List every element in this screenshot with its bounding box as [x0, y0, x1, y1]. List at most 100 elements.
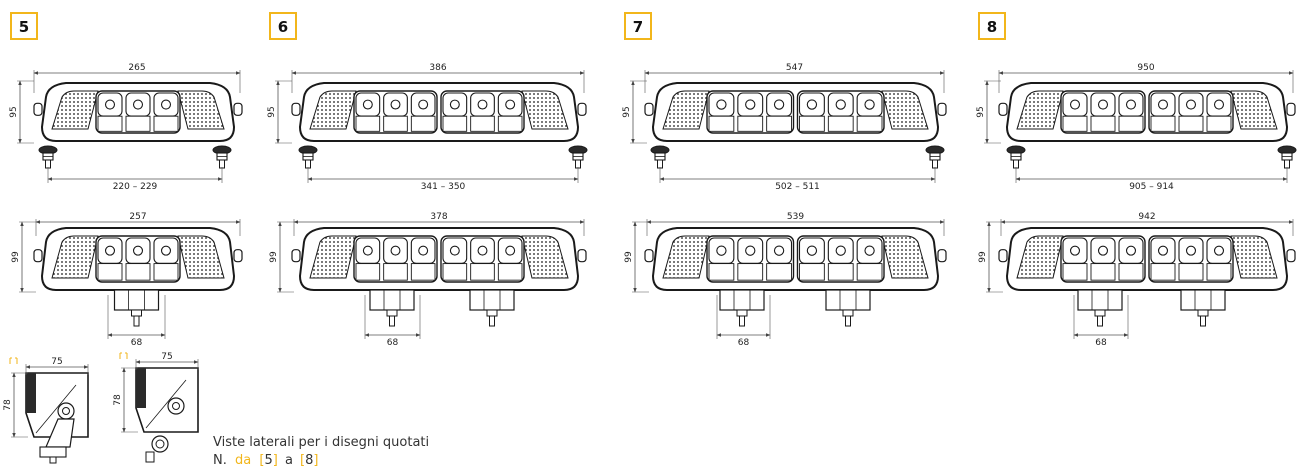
dim-label: 99	[269, 251, 279, 263]
reflector-cell	[470, 115, 495, 132]
right-heatsink-fins	[881, 235, 929, 279]
reflector-cell	[766, 115, 792, 132]
mount-bracket	[719, 289, 765, 311]
mount-bracket	[1180, 289, 1226, 311]
side-mount-bolt	[49, 456, 57, 464]
foot-bolt	[932, 159, 938, 169]
reflector-cell	[1206, 115, 1232, 132]
side-contour	[145, 379, 187, 429]
right-heatsink-fins	[521, 235, 569, 279]
badge-7: 7	[624, 12, 652, 40]
right-side-knob	[577, 249, 587, 263]
reflector-cell	[1090, 263, 1116, 281]
led-diode	[104, 99, 116, 110]
led-diode	[160, 99, 172, 110]
dim-label: 341 – 350	[421, 182, 466, 192]
led-diode	[477, 99, 488, 110]
reflector-cell	[737, 263, 764, 281]
led-diode	[716, 245, 727, 256]
reflector-cell	[799, 263, 825, 281]
dim-label: 265	[128, 63, 145, 73]
dim-label: 78	[113, 394, 123, 406]
led-diode	[1157, 245, 1169, 256]
led-diode	[1157, 99, 1169, 110]
bracket-nut	[486, 309, 498, 317]
dim-label: 68	[738, 338, 750, 348]
side-pivot-center	[62, 407, 70, 415]
side-view-marker	[119, 352, 128, 359]
reflector-cell	[1118, 263, 1144, 281]
side-mount-bolt	[145, 451, 155, 463]
badge-8: 8	[978, 12, 1006, 40]
led-diode	[806, 99, 818, 110]
reflector-cell	[799, 115, 825, 132]
dim-label: 99	[978, 251, 988, 263]
right-side-knob	[937, 249, 947, 263]
led-diode	[835, 99, 846, 110]
dim-label: 257	[129, 212, 146, 222]
foot-bolt	[219, 159, 225, 169]
led-diode	[418, 99, 429, 110]
bracket-bolt	[1200, 315, 1206, 327]
reflector-cell	[1178, 263, 1204, 281]
reflector-cell	[1178, 115, 1204, 132]
reflector-cell	[355, 115, 381, 132]
reflector-cell	[97, 263, 123, 281]
bracket-nut	[131, 309, 142, 317]
right-side-knob	[233, 102, 243, 116]
led-diode	[1213, 245, 1225, 256]
dim-label: 78	[3, 399, 13, 411]
left-heatsink-fins	[309, 90, 357, 130]
right-heatsink-fins	[521, 90, 569, 130]
right-heatsink-fins	[177, 90, 225, 130]
led-diode	[773, 245, 785, 256]
badge-7-label: 7	[633, 18, 643, 36]
mount-bracket	[825, 289, 871, 311]
reflector-cell	[1150, 115, 1176, 132]
left-heatsink-fins	[51, 90, 99, 130]
reflector-cell	[97, 115, 123, 132]
left-side-knob	[644, 249, 654, 263]
caption-line-2: N. da [5] a [8]	[213, 453, 318, 468]
badge-5: 5	[10, 12, 38, 40]
badge-6-label: 6	[278, 18, 288, 36]
reflector-cell	[708, 115, 735, 132]
left-side-knob	[998, 249, 1008, 263]
left-side-knob	[291, 249, 301, 263]
reflector-cell	[737, 115, 764, 132]
led-diode	[160, 245, 172, 256]
right-heatsink-fins	[1230, 90, 1278, 130]
caption-to: 8	[305, 453, 313, 468]
reflector-cell	[1090, 115, 1116, 132]
reflector-cell	[1062, 263, 1088, 281]
bracket-bolt	[1097, 315, 1103, 327]
led-diode	[835, 245, 846, 256]
led-diode	[390, 245, 401, 256]
led-diode	[864, 245, 875, 256]
side-mount-base	[39, 446, 67, 458]
reflector-cell	[470, 263, 495, 281]
reflector-cell	[497, 115, 523, 132]
led-diode	[449, 245, 460, 256]
led-diode	[773, 99, 785, 110]
bracket-nut	[386, 309, 398, 317]
bracket-nut	[1197, 309, 1209, 317]
side-lens-edge	[136, 368, 146, 408]
led-diode	[1069, 245, 1081, 256]
foot-bolt	[575, 159, 581, 169]
reflector-cell	[442, 115, 468, 132]
right-side-knob	[577, 102, 587, 116]
dim-label: 378	[430, 212, 447, 222]
dim-label: 68	[1095, 338, 1107, 348]
caption-prefix: N.	[213, 453, 227, 468]
left-heatsink-fins	[662, 90, 710, 130]
dim-label: 95	[622, 106, 632, 117]
